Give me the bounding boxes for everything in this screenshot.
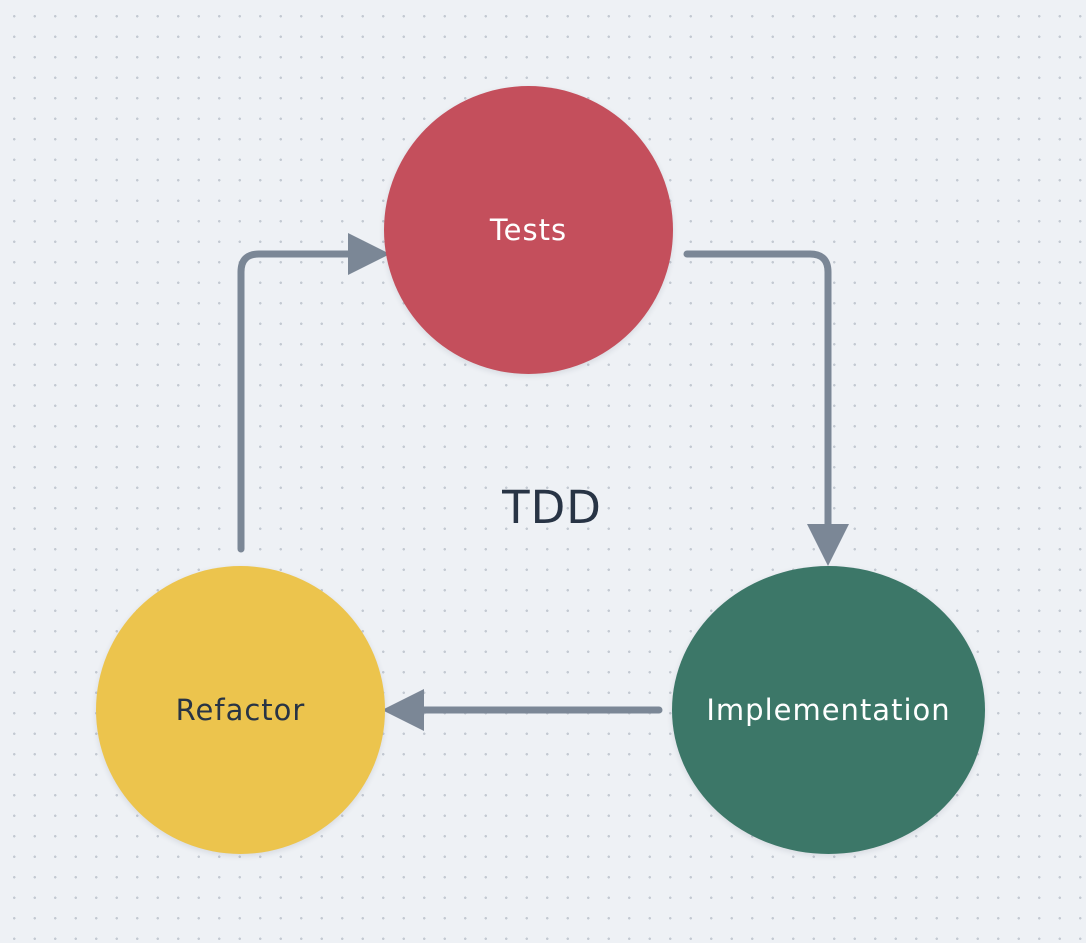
arrow-tests-to-implementation (683, 250, 849, 566)
node-implementation-label: Implementation (706, 693, 951, 727)
node-refactor-label: Refactor (175, 693, 306, 727)
node-tests-label: Tests (489, 213, 568, 247)
node-tests[interactable]: Tests (384, 86, 673, 374)
arrow-refactor-to-tests (237, 233, 390, 553)
node-refactor[interactable]: Refactor (96, 566, 385, 854)
node-implementation[interactable]: Implementation (672, 566, 985, 854)
diagram-title: TDD (502, 481, 602, 534)
